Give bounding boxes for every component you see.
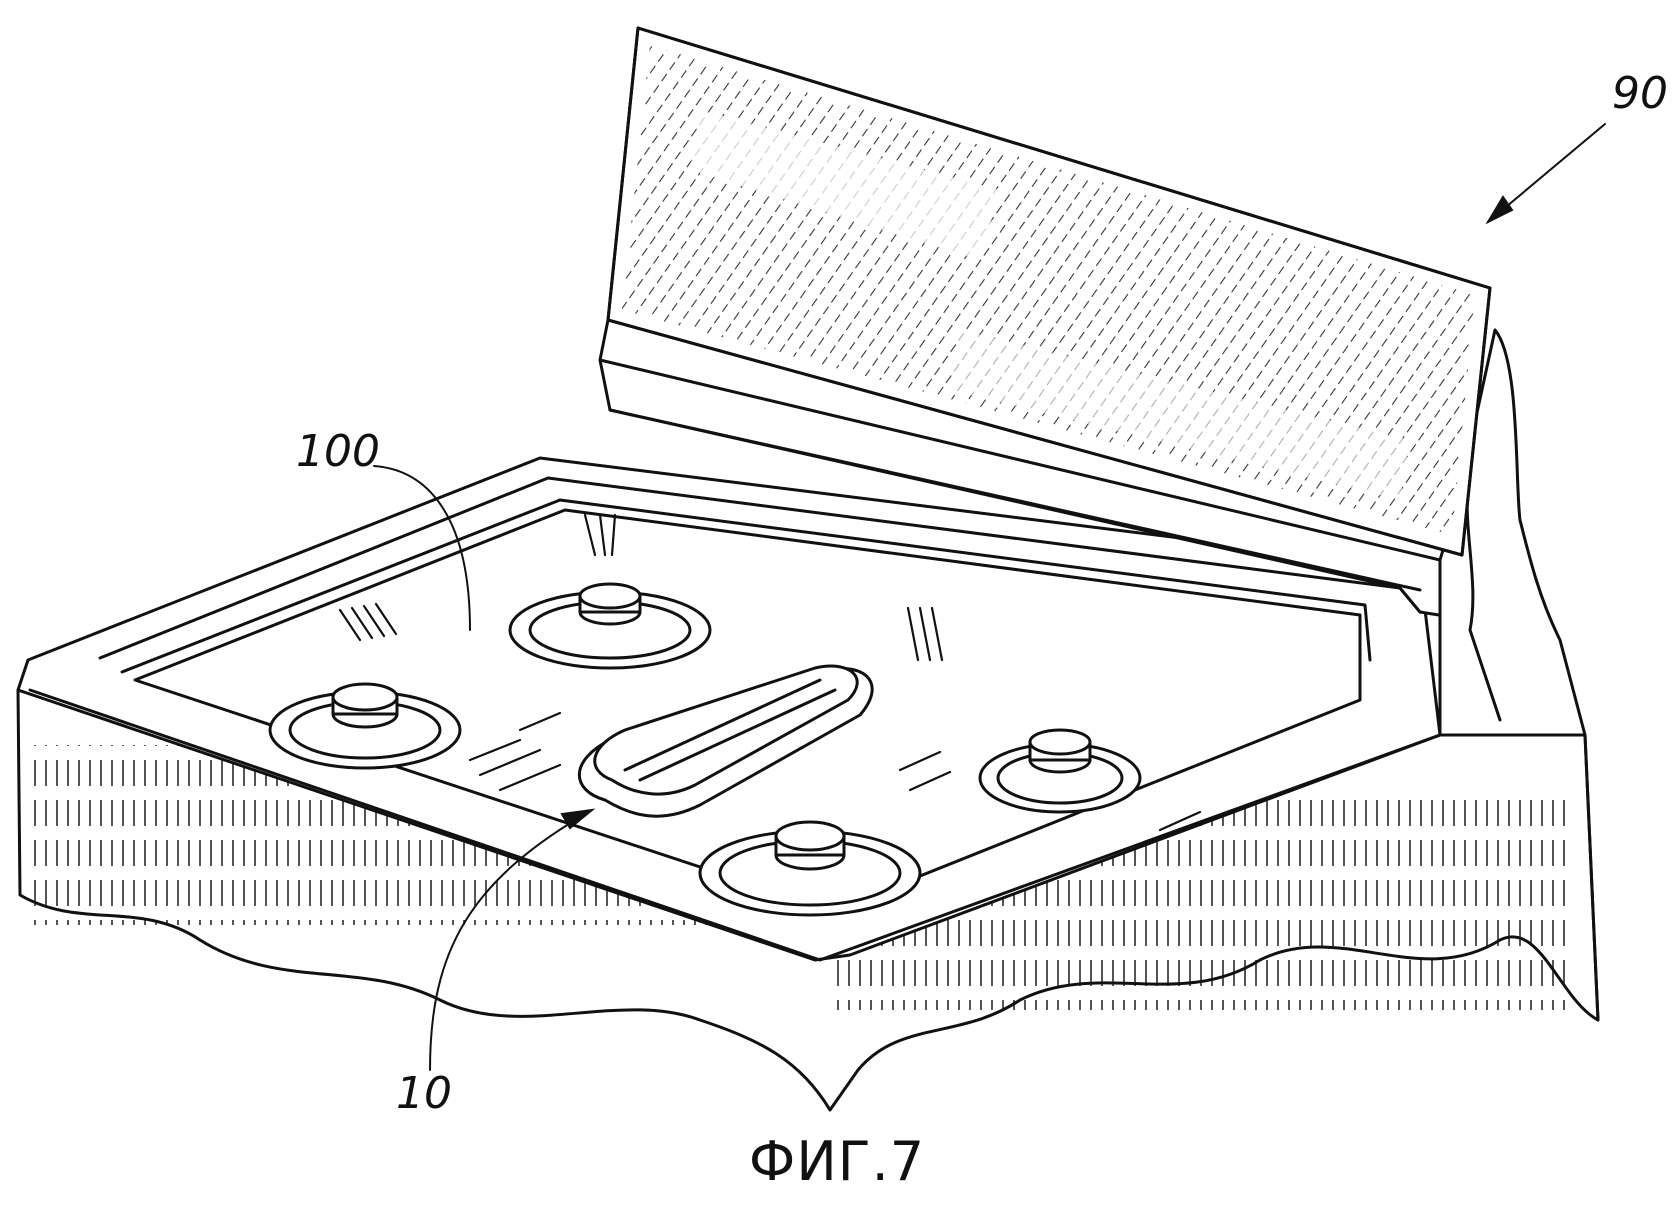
burner-rear-left — [508, 582, 712, 670]
burner-front-left — [268, 682, 462, 770]
burner-front-right — [698, 820, 922, 917]
reference-stove: 90 — [1485, 68, 1668, 225]
label-100: 100 — [296, 426, 380, 477]
back-glass-panel — [606, 26, 1492, 557]
reference-cooktop: 100 — [296, 426, 471, 631]
figure-caption: ФИГ.7 — [748, 1130, 926, 1193]
label-90: 90 — [1612, 68, 1668, 119]
burner-right — [978, 728, 1142, 814]
reference-grate: 10 — [396, 808, 596, 1119]
oval-grate — [577, 664, 874, 818]
label-10: 10 — [396, 1068, 452, 1119]
